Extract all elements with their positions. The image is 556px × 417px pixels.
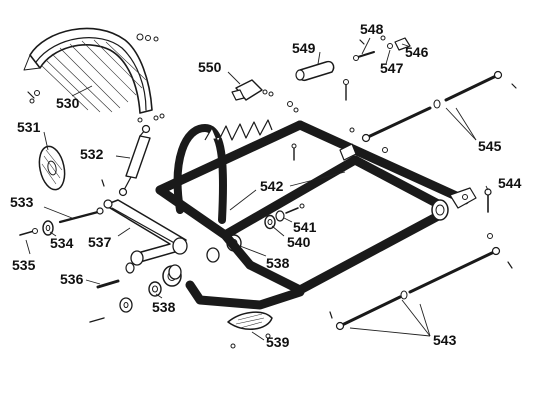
- tube-clip-drawing: [295, 60, 335, 82]
- leader-lines: [25, 37, 489, 341]
- part-label-537: 537: [88, 234, 112, 250]
- part-label-534: 534: [50, 235, 74, 251]
- part-label-531: 531: [17, 119, 41, 135]
- small-fittings-drawing: [353, 35, 411, 61]
- part-label-548: 548: [360, 21, 384, 37]
- bush-washer-set-drawing: [264, 203, 305, 230]
- part-label-530: 530: [56, 95, 80, 111]
- shock-absorber-drawing: [118, 113, 165, 197]
- swing-arm-drawing: [103, 199, 188, 266]
- latch-drawing: [231, 79, 274, 101]
- pin-drawing: [89, 262, 135, 323]
- rear-fender-drawing: [23, 27, 159, 114]
- spindle-rod-drawing: [58, 207, 104, 224]
- part-label-538-lower: 538: [152, 299, 176, 315]
- part-label-533: 533: [10, 194, 34, 210]
- main-frame-drawing: [155, 119, 477, 310]
- part-label-545: 545: [478, 138, 502, 154]
- lower-tie-rod-drawing: [329, 246, 513, 331]
- part-label-543: 543: [433, 332, 457, 348]
- part-label-539: 539: [266, 334, 290, 350]
- round-cover-plate-drawing: [38, 145, 66, 191]
- step-pad-drawing: [227, 311, 273, 349]
- small-bolt-drawing: [19, 228, 38, 236]
- upper-tie-rod-drawing: [361, 70, 517, 143]
- part-labels: 530 531 532 533 534 535 536 537 538 538 …: [10, 21, 522, 350]
- part-label-541: 541: [293, 219, 317, 235]
- part-label-535: 535: [12, 257, 36, 273]
- part-label-544: 544: [498, 175, 522, 191]
- bracket-bolt-drawing: [484, 188, 492, 213]
- part-label-538-upper: 538: [266, 255, 290, 271]
- part-label-547: 547: [380, 60, 404, 76]
- part-label-550: 550: [198, 59, 222, 75]
- washer-drawing: [42, 220, 54, 236]
- part-label-536: 536: [60, 271, 84, 287]
- part-label-546: 546: [405, 44, 429, 60]
- part-label-532: 532: [80, 146, 104, 162]
- part-label-542: 542: [260, 178, 284, 194]
- loose-hardware-drawing: [27, 79, 493, 239]
- part-label-540: 540: [287, 234, 311, 250]
- part-label-549: 549: [292, 40, 316, 56]
